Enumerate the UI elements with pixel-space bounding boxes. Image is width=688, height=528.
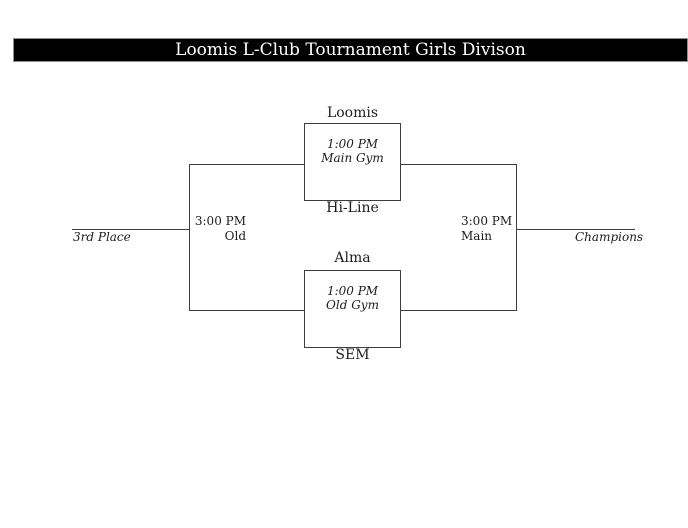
match-info-semifinal-bottom: 1:00 PM Old Gym bbox=[305, 271, 400, 312]
team-name-loomis: Loomis bbox=[326, 105, 379, 121]
team-name-alma: Alma bbox=[334, 250, 371, 266]
team-name-sem: SEM bbox=[335, 347, 370, 363]
line-semifinal-top-right bbox=[400, 164, 517, 165]
line-left-vertical bbox=[189, 164, 190, 311]
match-info-semifinal-top: 1:00 PM Main Gym bbox=[305, 124, 400, 165]
line-semifinal-bottom-left bbox=[189, 310, 304, 311]
title-banner: Loomis L-Club Tournament Girls Divison bbox=[13, 38, 688, 62]
line-champions-slot bbox=[516, 229, 635, 230]
line-right-vertical bbox=[516, 164, 517, 311]
third-place-slot-label: 3rd Place bbox=[73, 230, 131, 244]
championship-schedule: 3:00 PM Main bbox=[461, 214, 531, 244]
page-title: Loomis L-Club Tournament Girls Divison bbox=[175, 40, 526, 60]
championship-time: 3:00 PM bbox=[461, 214, 513, 228]
line-third-place-slot bbox=[72, 229, 189, 230]
third-place-schedule: 3:00 PM Old bbox=[180, 214, 246, 244]
champions-slot-label: Champions bbox=[575, 230, 644, 244]
line-semifinal-top-left bbox=[189, 164, 304, 165]
line-semifinal-bottom-right bbox=[400, 310, 517, 311]
team-name-hi-line: Hi-Line bbox=[326, 200, 379, 216]
match-venue: Old Gym bbox=[326, 298, 379, 312]
third-place-venue: Old bbox=[224, 229, 246, 243]
match-time: 1:00 PM bbox=[326, 284, 379, 298]
match-box-semifinal-bottom: 1:00 PM Old Gym bbox=[304, 270, 401, 348]
championship-venue: Main bbox=[461, 229, 493, 243]
match-venue: Main Gym bbox=[321, 151, 384, 165]
third-place-time: 3:00 PM bbox=[194, 214, 246, 228]
match-box-semifinal-top: 1:00 PM Main Gym bbox=[304, 123, 401, 201]
match-time: 1:00 PM bbox=[326, 137, 379, 151]
